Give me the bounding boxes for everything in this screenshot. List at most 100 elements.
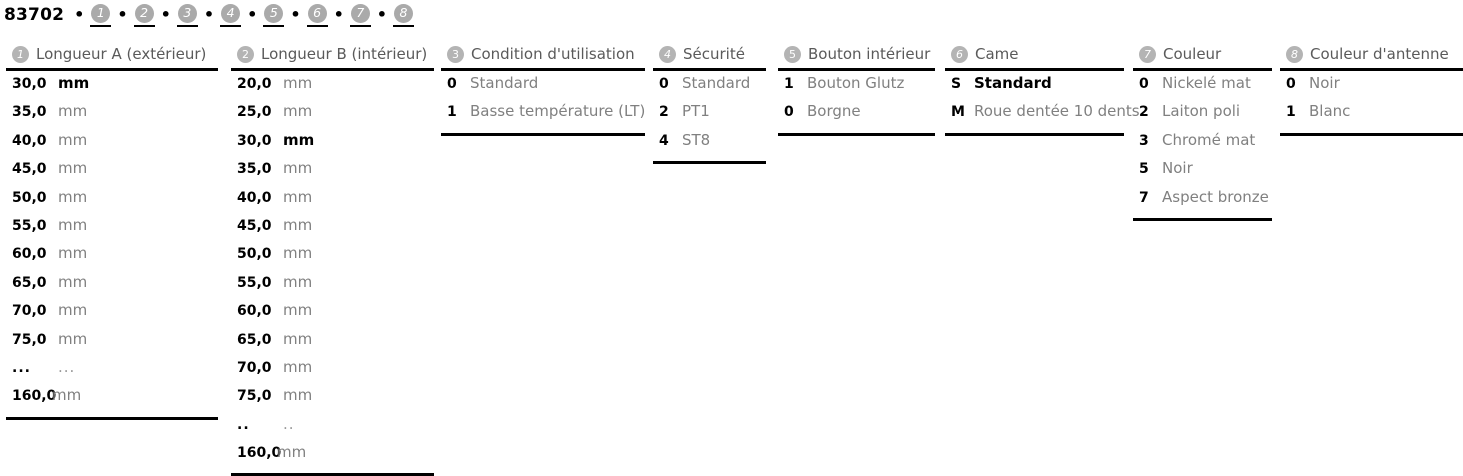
code-position-5[interactable]: 5 xyxy=(263,3,285,27)
option-key: 5 xyxy=(1139,161,1149,178)
code-separator-dot: • xyxy=(333,5,344,24)
option-key: 1 xyxy=(784,76,794,92)
code-position-8[interactable]: 8 xyxy=(393,3,415,27)
option-value: mm xyxy=(283,244,313,263)
option-row[interactable]: 5 Noir xyxy=(1133,161,1272,189)
option-value: mm xyxy=(283,329,313,348)
column-footer-rule xyxy=(1280,132,1463,136)
code-position-6[interactable]: 6 xyxy=(306,3,328,27)
position-badge-icon: 6 xyxy=(307,3,327,23)
code-position-1[interactable]: 1 xyxy=(90,3,112,27)
option-key: 3 xyxy=(1139,132,1149,149)
option-key: 160,0 xyxy=(237,445,282,462)
column-title: Couleur d'antenne xyxy=(1310,44,1449,63)
option-value: Noir xyxy=(1162,159,1193,178)
option-key: 55,0 xyxy=(237,274,272,291)
option-key: 70,0 xyxy=(237,359,272,376)
position-badge-icon: 2 xyxy=(134,3,154,23)
option-row[interactable]: ...... xyxy=(6,359,218,388)
option-key: 75,0 xyxy=(237,388,272,405)
option-value: Standard xyxy=(682,74,751,92)
option-value: mm xyxy=(58,74,90,92)
option-row[interactable]: 30,0 mm xyxy=(6,76,218,104)
code-position-3[interactable]: 3 xyxy=(176,3,198,27)
option-value: mm xyxy=(58,272,88,291)
column-title: Bouton intérieur xyxy=(808,44,931,63)
code-separator-dot: • xyxy=(74,5,85,24)
code-position-4[interactable]: 4 xyxy=(220,3,242,27)
code-position-7[interactable]: 7 xyxy=(349,3,371,27)
option-value: mm xyxy=(283,102,313,121)
column-badge-icon: 2 xyxy=(237,45,254,63)
position-badge-icon: 8 xyxy=(394,3,414,23)
option-value: Borgne xyxy=(807,102,861,121)
column-header-rule xyxy=(1133,68,1272,71)
option-key: 70,0 xyxy=(12,303,47,320)
option-value: mm xyxy=(58,159,88,178)
option-row[interactable]: .... xyxy=(231,416,434,445)
column-badge-icon: 1 xyxy=(12,45,29,63)
code-separator-dot: • xyxy=(117,5,128,24)
column-header-rule xyxy=(441,68,645,71)
option-key: 30,0 xyxy=(237,132,272,149)
option-value: mm xyxy=(283,74,313,92)
code-position-2[interactable]: 2 xyxy=(133,3,155,27)
column-badge-icon: 5 xyxy=(784,45,801,63)
option-value: Blanc xyxy=(1309,102,1351,121)
option-row[interactable]: 45,0 mm xyxy=(6,161,218,189)
option-key: M xyxy=(951,104,965,121)
option-key: 2 xyxy=(659,104,669,121)
column-header-rule xyxy=(778,68,935,71)
position-slot-underline xyxy=(349,24,371,27)
option-key: 45,0 xyxy=(12,161,47,178)
option-value: mm xyxy=(277,443,307,462)
code-separator-dot: • xyxy=(376,5,388,24)
option-key: 30,0 xyxy=(12,76,47,92)
option-key: .. xyxy=(237,416,250,433)
position-badge-icon: 5 xyxy=(264,3,284,23)
